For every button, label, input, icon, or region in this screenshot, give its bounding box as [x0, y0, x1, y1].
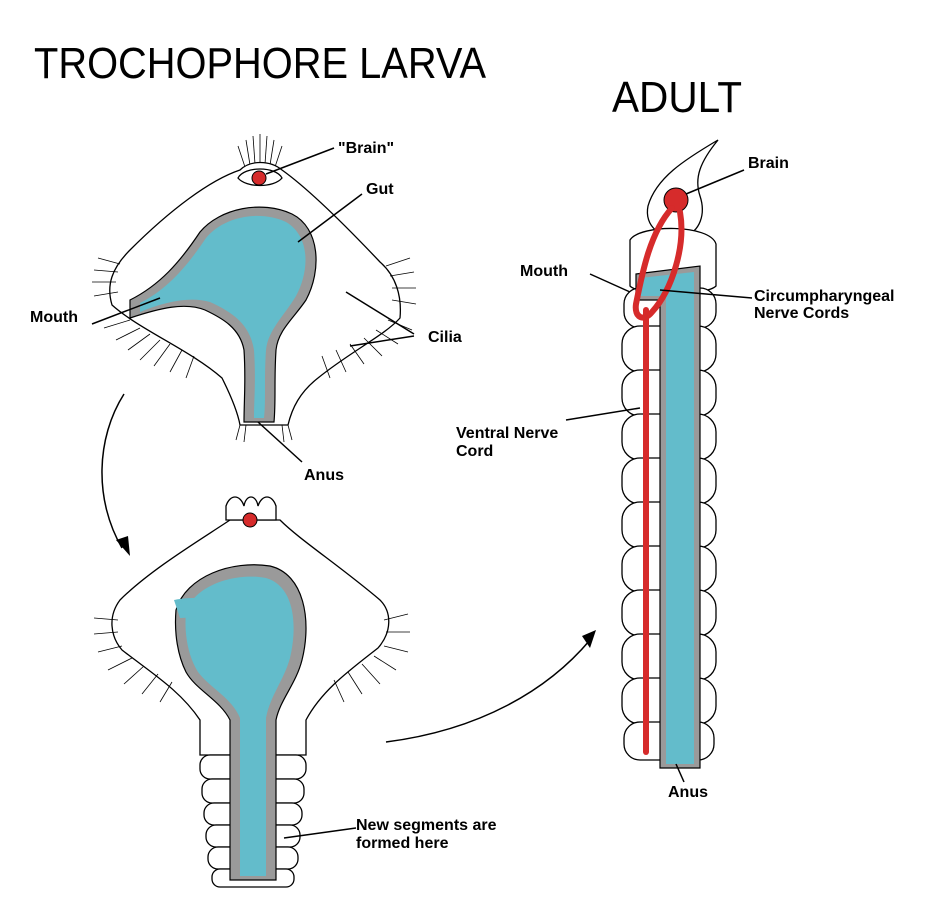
cilia-leader-lower	[349, 335, 415, 347]
larva-cilia-right	[321, 257, 417, 379]
apical-tuft	[237, 134, 283, 168]
ventral-leader	[565, 407, 641, 421]
anus-adult-label: Anus	[668, 784, 708, 801]
larva-brain	[251, 170, 267, 186]
gut-label: Gut	[366, 181, 394, 198]
mouth-larva-leader	[91, 297, 161, 325]
brain-adult-label: Brain	[748, 155, 789, 172]
larva-cilia-left	[92, 257, 195, 379]
seg-apical-bumps	[225, 496, 277, 521]
mouth-adult-leader	[589, 273, 631, 293]
cilia-leader-upper	[345, 291, 415, 335]
arrow-head-down	[116, 536, 130, 556]
seg-cilia-right	[333, 613, 410, 703]
gut-leader	[297, 193, 363, 243]
anus-larva-leader	[257, 421, 303, 463]
arrow-head-up	[582, 630, 596, 648]
adult-title: ADULT	[612, 73, 742, 122]
new-segments-leader	[283, 827, 357, 839]
anus-larva-label: Anus	[304, 467, 344, 484]
segmenting-larva	[93, 496, 410, 888]
new-segments-label-line1: New segments are	[356, 817, 497, 834]
anus-adult-leader	[675, 763, 685, 783]
brain-larva-label: "Brain"	[338, 140, 394, 157]
trochophore-larva	[91, 134, 417, 463]
larva-title: TROCHOPHORE LARVA	[34, 39, 487, 88]
seg-larva-brain	[242, 512, 258, 528]
new-segments-label-line2: formed here	[356, 835, 449, 852]
seg-gut	[185, 576, 294, 876]
adult-gut	[640, 272, 694, 764]
mouth-adult-label: Mouth	[520, 263, 568, 280]
larva-gut	[140, 215, 306, 418]
circum-label-line2: Nerve Cords	[754, 305, 849, 322]
circumpharyngeal-nerve-cords	[632, 205, 685, 321]
arrow-larva-to-segmenting	[101, 393, 125, 549]
brain-adult-leader	[685, 169, 745, 195]
adult-brain	[663, 187, 689, 213]
arrow-segmenting-to-adult	[385, 639, 591, 743]
mouth-larva-label: Mouth	[30, 309, 78, 326]
circum-label-line1: Circumpharyngeal	[754, 288, 894, 305]
seg-mouth-channel	[174, 598, 224, 618]
larva-cilia-anal	[235, 424, 293, 443]
seg-cilia-left	[93, 617, 173, 703]
cilia-label: Cilia	[428, 329, 462, 346]
adult-worm	[565, 139, 753, 783]
circum-leader	[659, 289, 753, 299]
ventral-label-line1: Ventral Nerve	[456, 425, 558, 442]
brain-larva-leader	[265, 147, 335, 175]
ventral-label-line2: Cord	[456, 443, 493, 460]
